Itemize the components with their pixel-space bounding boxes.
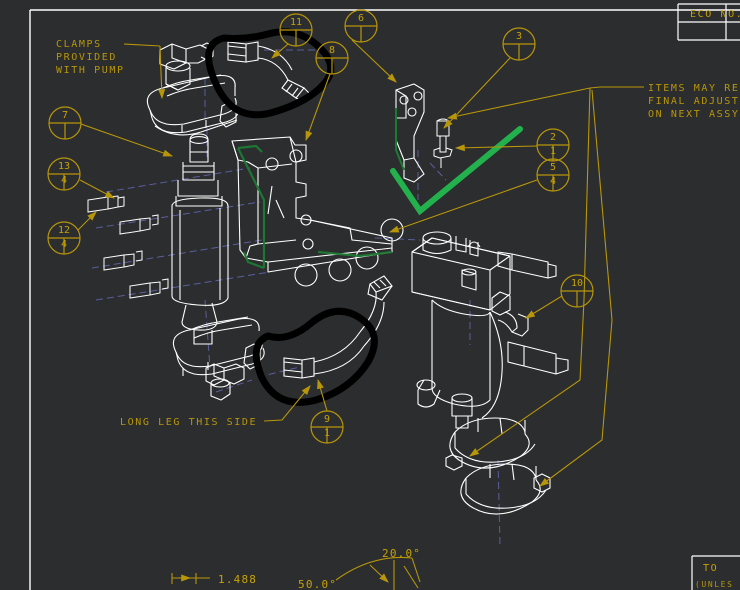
balloon-item-number: 9 bbox=[323, 414, 331, 425]
balloon-item-number: 6 bbox=[357, 13, 365, 24]
sheet-border bbox=[29, 9, 740, 590]
bolt-washer-geometry bbox=[433, 118, 453, 168]
balloon-item-number: 7 bbox=[61, 110, 69, 121]
balloon-item-number: 11 bbox=[289, 17, 303, 28]
green-markup-plate bbox=[237, 144, 393, 270]
balloon-qty: 1 bbox=[549, 146, 557, 157]
lower-clamps-geometry bbox=[445, 417, 551, 515]
balloon-qty: 4 bbox=[60, 175, 68, 186]
note-clamps: CLAMPS PROVIDED WITH PUMP bbox=[56, 39, 125, 76]
green-markup-bracket bbox=[395, 108, 405, 171]
dimension-geometry bbox=[171, 556, 421, 590]
note-long-leg: LONG LEG THIS SIDE bbox=[120, 417, 258, 428]
lower-hose-geometry bbox=[283, 275, 393, 379]
balloon-item-number: 13 bbox=[57, 161, 71, 172]
balloon-qty: 4 bbox=[549, 176, 557, 187]
black-markup-circles bbox=[205, 28, 378, 406]
title-block-tol-label: TO bbox=[703, 563, 719, 574]
filter-assembly-geometry bbox=[411, 231, 569, 429]
dimension-dim-ang-20: 20.0° bbox=[382, 547, 422, 560]
balloon-item-number: 5 bbox=[549, 162, 557, 173]
title-block-eco-label: ECO NO. bbox=[690, 9, 740, 20]
balloon-item-number: 10 bbox=[570, 278, 584, 289]
balloon-item-number: 3 bbox=[515, 31, 523, 42]
centerlines bbox=[91, 49, 501, 546]
balloon-item-number: 8 bbox=[328, 45, 336, 56]
green-check-markup bbox=[390, 126, 523, 216]
balloon-item-number: 12 bbox=[57, 225, 71, 236]
dimension-dim-linear: 1.488 bbox=[218, 573, 258, 586]
note-items-may: ITEMS MAY RE FINAL ADJUST ON NEXT ASSY bbox=[648, 83, 740, 120]
dimension-dim-ang-50: 50.0° bbox=[298, 578, 338, 590]
title-block-tol-sub: (UNLES bbox=[695, 580, 734, 589]
balloon-item-number: 2 bbox=[549, 132, 557, 143]
leader-lines bbox=[77, 39, 644, 487]
balloon-qty: 4 bbox=[60, 239, 68, 250]
title-block-frames bbox=[677, 3, 740, 590]
balloon-qty: 1 bbox=[323, 428, 331, 439]
